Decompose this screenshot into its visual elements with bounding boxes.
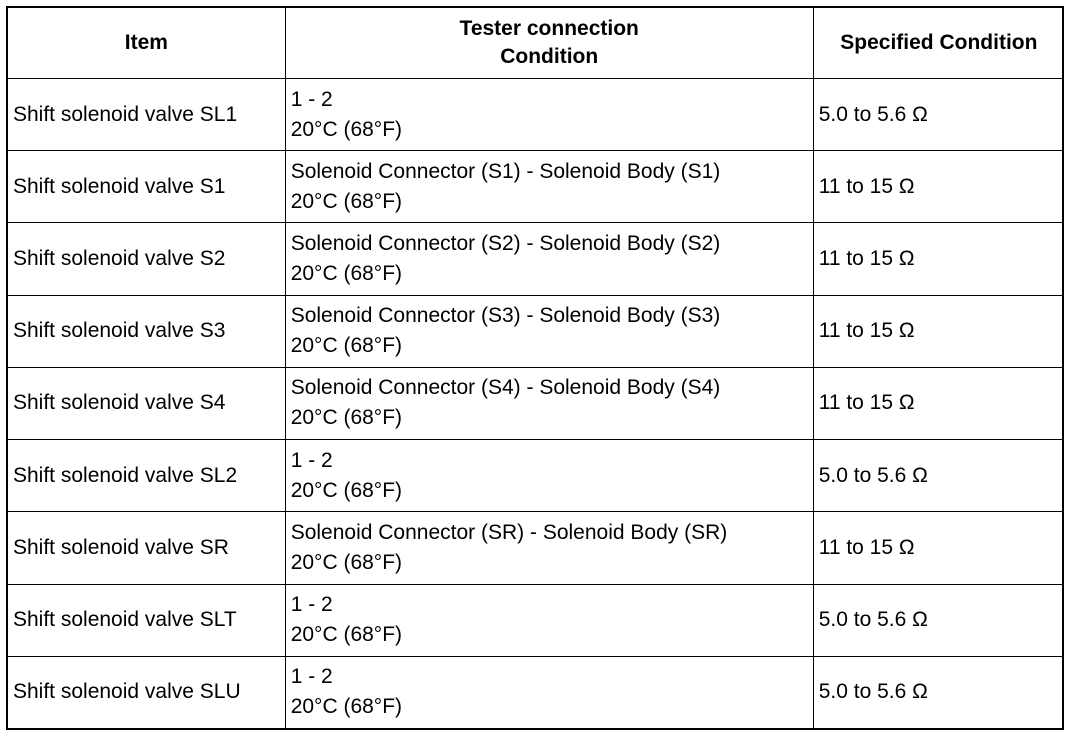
specified-condition-cell: 5.0 to 5.6 Ω	[812, 439, 1064, 513]
connection-text: Solenoid Connector (S3) - Solenoid Body …	[290, 304, 721, 328]
item-cell: Shift solenoid valve SL2	[6, 439, 286, 513]
tester-connection-cell: Solenoid Connector (S3) - Solenoid Body …	[284, 294, 814, 368]
table-row: Shift solenoid valve SL1 1 - 2 20°C (68°…	[6, 77, 1064, 152]
table-row: Shift solenoid valve S4 Solenoid Connect…	[6, 366, 1064, 441]
specified-condition-cell: 5.0 to 5.6 Ω	[812, 583, 1064, 657]
table-row: Shift solenoid valve SLT 1 - 2 20°C (68°…	[6, 583, 1064, 657]
header-tester-line1: Tester connection	[459, 17, 639, 40]
table-row: Shift solenoid valve S1 Solenoid Connect…	[6, 150, 1064, 224]
item-cell: Shift solenoid valve S2	[6, 222, 286, 296]
specified-condition-cell: 11 to 15 Ω	[812, 511, 1064, 585]
item-cell: Shift solenoid valve S1	[6, 150, 286, 224]
condition-text: 20°C (68°F)	[290, 189, 403, 213]
connection-text: Solenoid Connector (S2) - Solenoid Body …	[290, 232, 721, 256]
item-cell: Shift solenoid valve SL1	[6, 77, 286, 152]
tester-connection-cell: Solenoid Connector (S2) - Solenoid Body …	[284, 222, 814, 296]
specified-condition-cell: 11 to 15 Ω	[812, 366, 1064, 441]
connection-text: 1 - 2	[290, 665, 333, 689]
item-cell: Shift solenoid valve SLU	[6, 655, 286, 730]
tester-connection-cell: Solenoid Connector (SR) - Solenoid Body …	[284, 511, 814, 585]
header-specified-condition: Specified Condition	[812, 6, 1064, 79]
table-row: Shift solenoid valve S2 Solenoid Connect…	[6, 222, 1064, 296]
condition-text: 20°C (68°F)	[290, 262, 403, 286]
tester-connection-cell: 1 - 2 20°C (68°F)	[284, 655, 814, 730]
header-tester-line2: Condition	[500, 45, 599, 68]
table-row: Shift solenoid valve S3 Solenoid Connect…	[6, 294, 1064, 368]
connection-text: 1 - 2	[290, 87, 333, 111]
tester-connection-cell: Solenoid Connector (S4) - Solenoid Body …	[284, 366, 814, 441]
connection-text: Solenoid Connector (S4) - Solenoid Body …	[290, 376, 721, 400]
header-row: Item Tester connection Condition Specifi…	[6, 6, 1064, 79]
connection-text: Solenoid Connector (S1) - Solenoid Body …	[290, 159, 721, 183]
tester-connection-cell: 1 - 2 20°C (68°F)	[284, 439, 814, 513]
item-cell: Shift solenoid valve S3	[6, 294, 286, 368]
condition-text: 20°C (68°F)	[290, 406, 403, 430]
specified-condition-cell: 5.0 to 5.6 Ω	[812, 77, 1064, 152]
connection-text: 1 - 2	[290, 593, 333, 617]
condition-text: 20°C (68°F)	[290, 478, 403, 502]
specified-condition-cell: 11 to 15 Ω	[812, 294, 1064, 368]
condition-text: 20°C (68°F)	[290, 334, 403, 358]
table-row: Shift solenoid valve SL2 1 - 2 20°C (68°…	[6, 439, 1064, 513]
table-header: Item Tester connection Condition Specifi…	[6, 6, 1064, 79]
table-body: Shift solenoid valve SL1 1 - 2 20°C (68°…	[6, 77, 1064, 730]
specified-condition-cell: 11 to 15 Ω	[812, 150, 1064, 224]
condition-text: 20°C (68°F)	[290, 117, 403, 141]
connection-text: Solenoid Connector (SR) - Solenoid Body …	[290, 520, 728, 544]
item-cell: Shift solenoid valve SR	[6, 511, 286, 585]
table-row: Shift solenoid valve SR Solenoid Connect…	[6, 511, 1064, 585]
item-cell: Shift solenoid valve SLT	[6, 583, 286, 657]
item-cell: Shift solenoid valve S4	[6, 366, 286, 441]
header-tester-connection: Tester connection Condition	[284, 6, 814, 79]
condition-text: 20°C (68°F)	[290, 550, 403, 574]
tester-connection-cell: 1 - 2 20°C (68°F)	[284, 77, 814, 152]
condition-text: 20°C (68°F)	[290, 623, 403, 647]
connection-text: 1 - 2	[290, 448, 333, 472]
tester-connection-cell: Solenoid Connector (S1) - Solenoid Body …	[284, 150, 814, 224]
specified-condition-cell: 5.0 to 5.6 Ω	[812, 655, 1064, 730]
header-item: Item	[6, 6, 286, 79]
condition-text: 20°C (68°F)	[290, 695, 403, 719]
tester-connection-cell: 1 - 2 20°C (68°F)	[284, 583, 814, 657]
table-row: Shift solenoid valve SLU 1 - 2 20°C (68°…	[6, 655, 1064, 730]
specified-condition-cell: 11 to 15 Ω	[812, 222, 1064, 296]
specification-table: Item Tester connection Condition Specifi…	[6, 6, 1064, 730]
